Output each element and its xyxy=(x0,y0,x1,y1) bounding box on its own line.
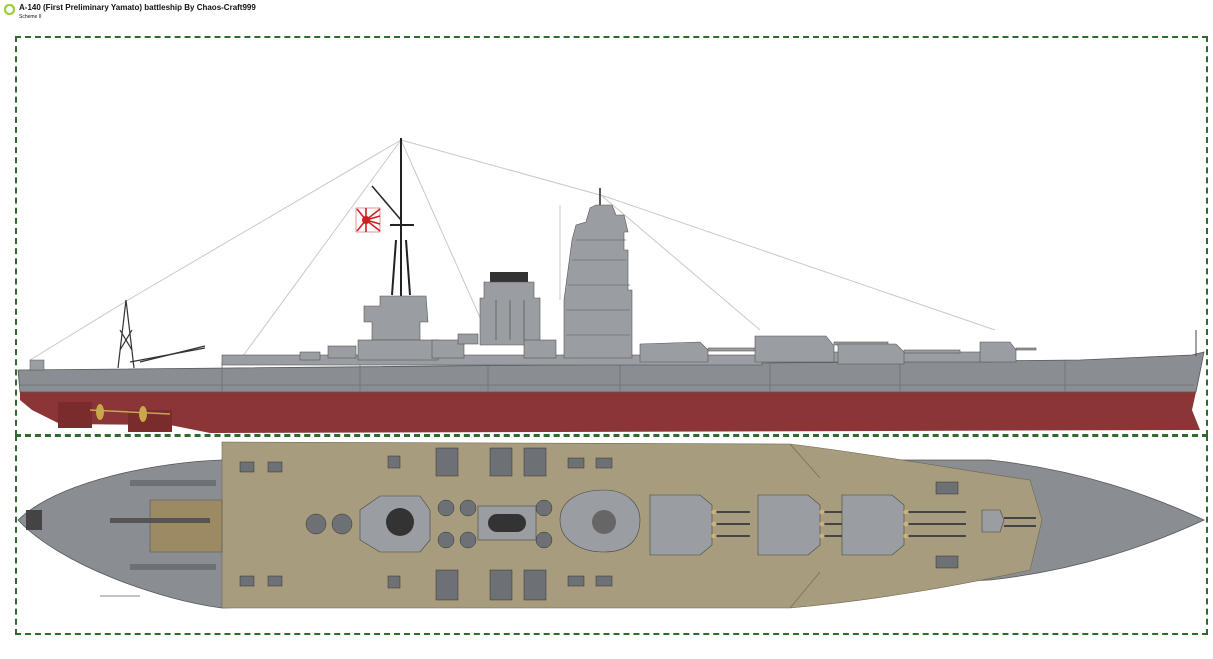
aft-superstructure-plan xyxy=(359,495,553,553)
aft-superstructure xyxy=(357,138,439,361)
aft-crane xyxy=(117,299,206,369)
drawing-title: A-140 (First Preliminary Yamato) battles… xyxy=(19,3,256,12)
forward-tower xyxy=(563,188,633,359)
propellers xyxy=(58,402,172,432)
rising-sun-flag-icon xyxy=(355,207,381,233)
drawing-subtitle: Scheme II xyxy=(19,14,42,20)
forward-tower-plan xyxy=(559,489,641,553)
main-turrets-profile xyxy=(639,335,1037,365)
main-turrets-plan xyxy=(649,494,1036,556)
logo-green-circle-icon xyxy=(4,4,15,15)
plan-view xyxy=(17,441,1205,609)
rigging-lines xyxy=(29,139,996,361)
plan-view-frame xyxy=(15,435,1208,635)
profile-view xyxy=(17,138,1205,433)
funnel xyxy=(479,272,541,346)
hull-lower xyxy=(20,392,1200,433)
